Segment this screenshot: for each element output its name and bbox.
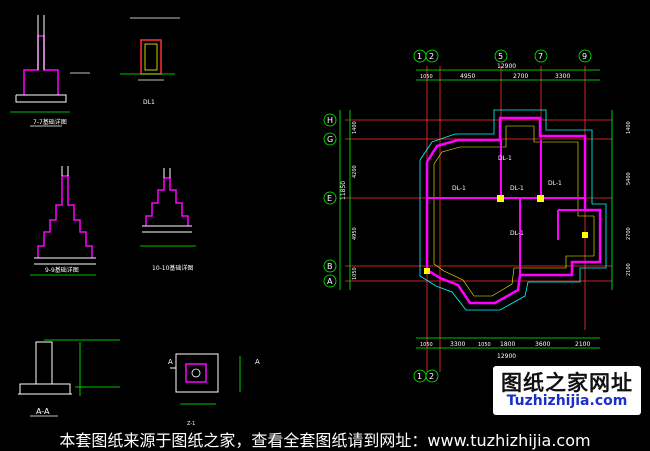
dim-bottom-6: 2100 <box>575 341 590 348</box>
beam-label-4: DL-1 <box>510 230 524 237</box>
detail-5-title: A-A <box>36 407 50 416</box>
axis-top-1: 1 <box>417 52 422 61</box>
dim-left-4: 1050 <box>352 267 358 280</box>
column-markers <box>424 195 588 274</box>
detail-3-title: 9-9基础详图 <box>45 266 79 274</box>
axis-top-9: 9 <box>582 52 587 61</box>
dim-top-1: 1050 <box>420 74 433 80</box>
dim-bottom-total: 12900 <box>497 353 516 360</box>
axis-bottom-1: 1 <box>417 372 422 381</box>
beam-label-1: DL-1 <box>452 185 466 192</box>
dim-left-1: 1400 <box>352 121 358 134</box>
axis-bottom-2: 2 <box>429 372 434 381</box>
watermark-box[interactable]: 图纸之家网址 Tuzhizhijia.com <box>493 366 641 415</box>
watermark-title: 图纸之家网址 <box>501 371 633 395</box>
footer-notice: 本套图纸来源于图纸之家，查看全套图纸请到网址：www.tuzhizhijia.c… <box>59 431 591 450</box>
beam-label-5: DL-1 <box>498 155 512 162</box>
dim-left-total: 11850 <box>340 181 347 200</box>
detail-1-title: 7-7基础详图 <box>33 118 67 126</box>
watermark-url[interactable]: Tuzhizhijia.com <box>506 393 628 409</box>
detail-section-aa: A-A <box>18 339 120 417</box>
dim-bottom-5: 3600 <box>535 341 550 348</box>
detail-plan-z1: A A Z-1 <box>168 353 260 427</box>
section-mark-a1: A <box>168 358 173 366</box>
axis-bubbles-left: H G E B A <box>323 113 337 288</box>
axis-left-a: A <box>327 277 333 286</box>
dim-right-2: 5400 <box>626 172 632 185</box>
dim-bottom-1: 1050 <box>420 342 433 348</box>
dim-bottom-2: 3300 <box>450 341 465 348</box>
dim-right-4: 2100 <box>626 263 632 276</box>
dimension-lines <box>339 69 613 349</box>
dim-top-4: 3300 <box>555 73 570 80</box>
dim-bottom-4: 1800 <box>500 341 515 348</box>
detail-6-title: Z-1 <box>187 421 195 427</box>
detail-beam-dl1: DL1 <box>120 17 180 106</box>
foundation-plan: DL-1 DL-1 DL-1 DL-1 DL-1 1 2 5 7 9 <box>323 49 632 383</box>
axis-left-g: G <box>327 135 333 144</box>
dim-left-3: 4950 <box>352 227 358 240</box>
dim-top-2: 4950 <box>460 73 475 80</box>
axis-left-e: E <box>327 194 332 203</box>
dim-top-total: 12900 <box>497 63 516 70</box>
axis-left-h: H <box>327 116 333 125</box>
detail-4-title: 10-10基础详图 <box>152 264 193 272</box>
dim-top-3: 2700 <box>513 73 528 80</box>
axis-left-b: B <box>327 262 333 271</box>
axis-top-5: 5 <box>498 52 503 61</box>
axis-top-2: 2 <box>429 52 434 61</box>
detail-2-title: DL1 <box>143 99 155 106</box>
detail-footing-7: 7-7基础详图 <box>10 15 90 127</box>
beam-label-3: DL-1 <box>548 180 562 187</box>
axis-bubbles-bottom: 1 2 <box>413 369 439 383</box>
dim-right-3: 2700 <box>626 227 632 240</box>
detail-footing-9: 9-9基础详图 <box>30 166 96 276</box>
dim-right-1: 1400 <box>626 121 632 134</box>
dim-left-2: 4200 <box>352 165 358 178</box>
dim-bottom-3: 1050 <box>478 342 491 348</box>
detail-footing-10: 10-10基础详图 <box>140 168 196 272</box>
axis-bubbles-top: 1 2 5 7 9 <box>413 49 592 63</box>
axis-top-7: 7 <box>538 52 543 61</box>
section-mark-a2: A <box>255 358 260 366</box>
beam-label-2: DL-1 <box>510 185 524 192</box>
foundation-walls <box>419 109 607 311</box>
